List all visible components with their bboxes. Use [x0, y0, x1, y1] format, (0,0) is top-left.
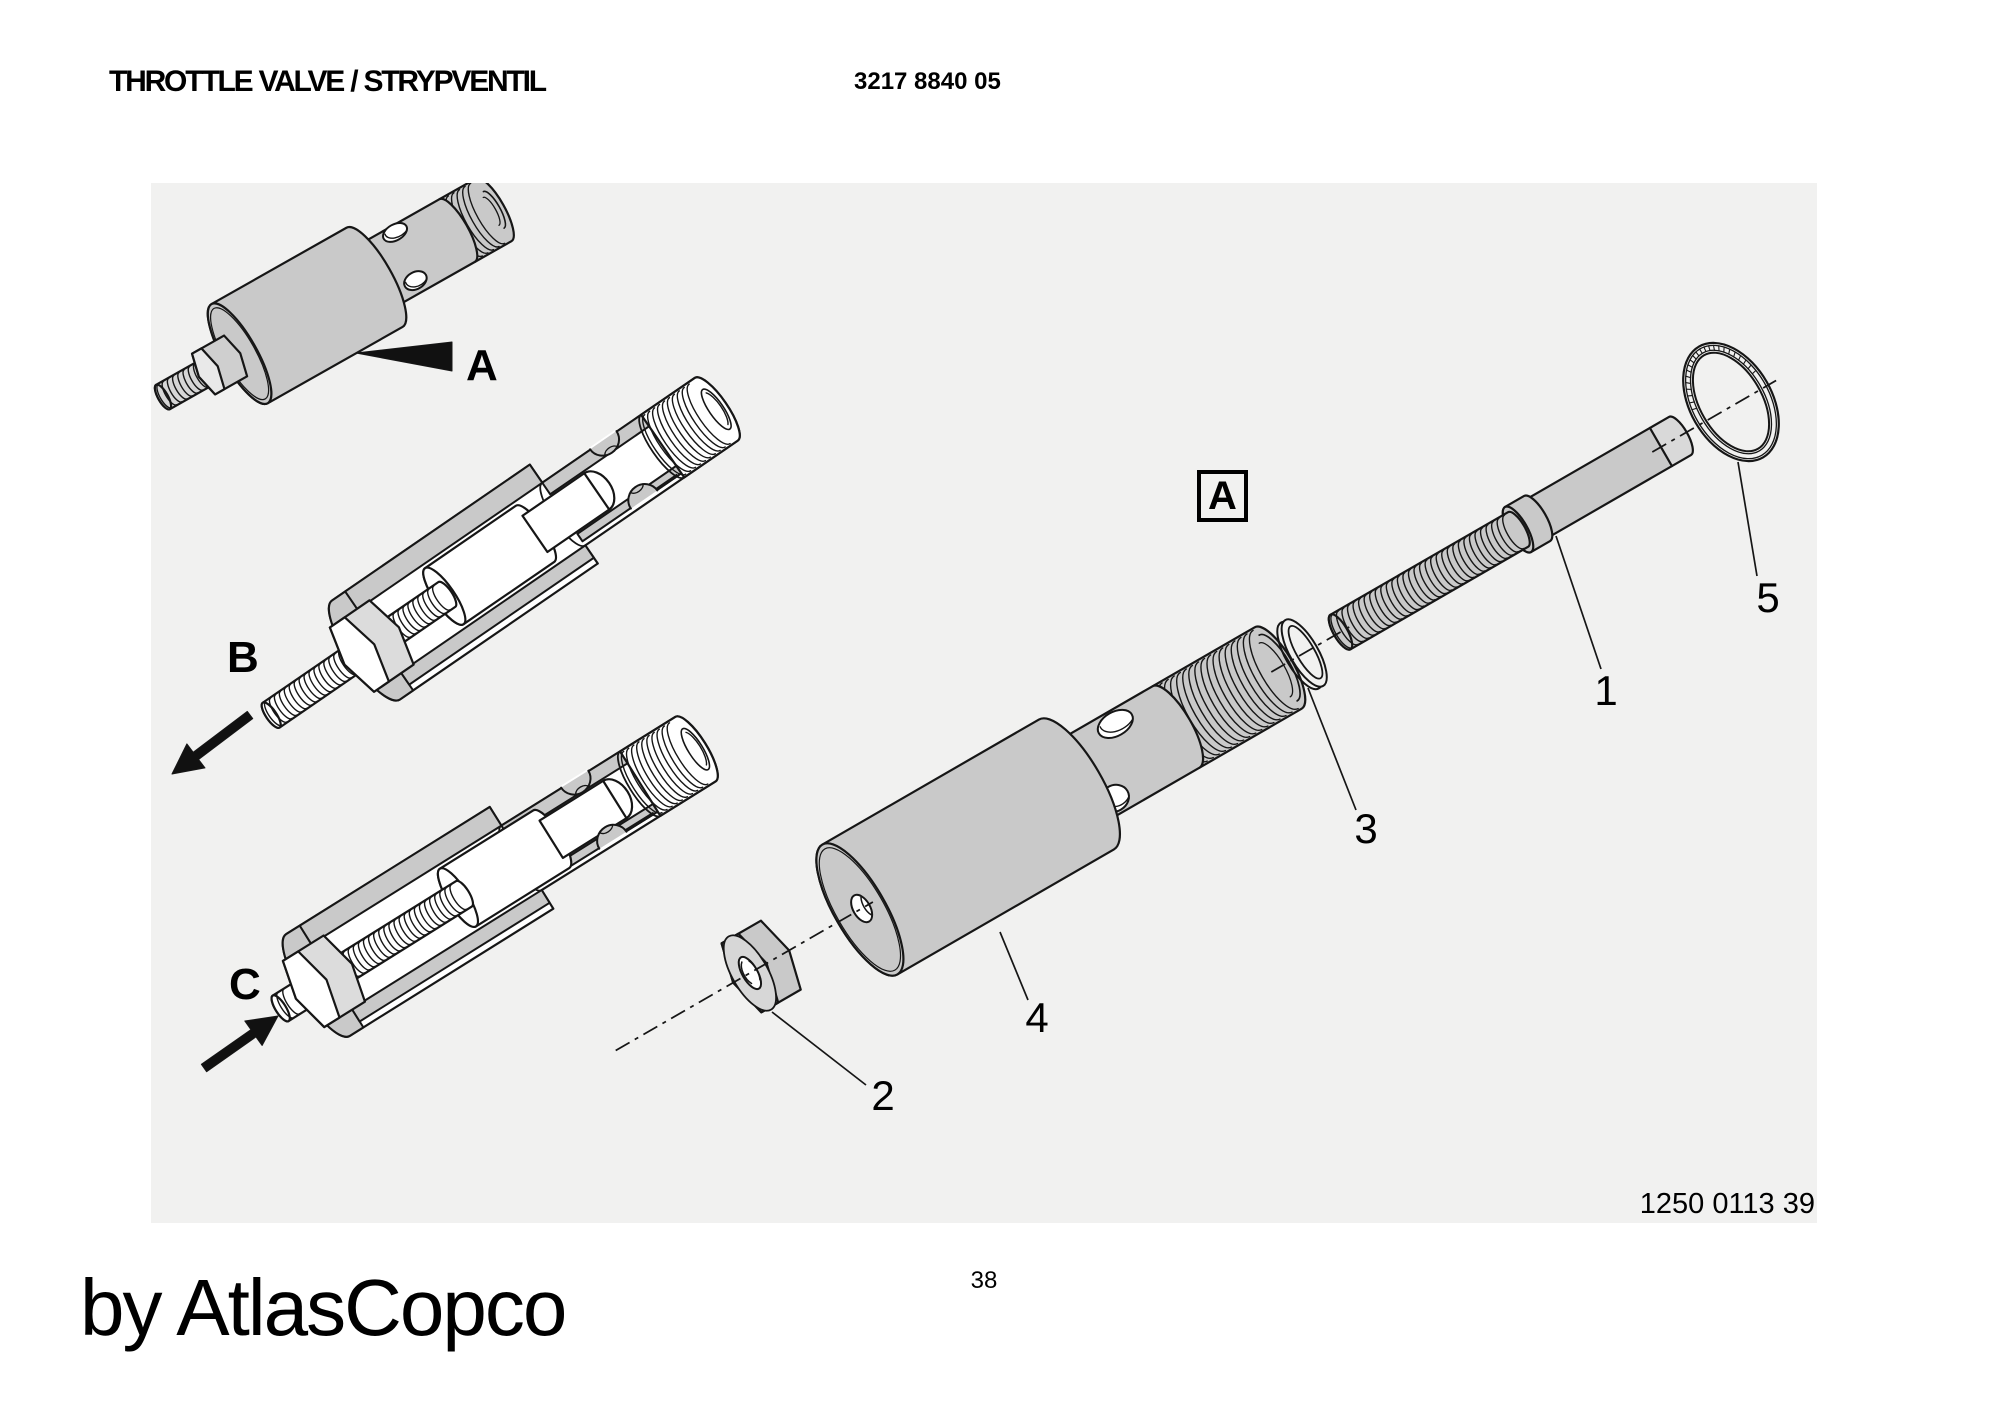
- part-ellipse: [1287, 624, 1324, 680]
- part-5-ring: [1682, 341, 1780, 463]
- view-b-direction-arrow: [171, 710, 254, 775]
- part-ellipse: [1684, 344, 1778, 460]
- leader-line-part-1: [1555, 535, 1602, 670]
- part-outline: [355, 341, 453, 372]
- part-leader-lines: [771, 461, 1758, 1086]
- centerline-dashdot: [1651, 379, 1777, 453]
- part-5-label: 5: [1756, 574, 1779, 621]
- byline: by AtlasCopco: [80, 1263, 567, 1352]
- figure-labels: A B C 1 2 3 4 5: [227, 341, 1780, 1119]
- part-outline: [583, 470, 616, 511]
- part-outline: [685, 731, 708, 766]
- part-outline: [1258, 633, 1301, 702]
- part-ellipse: [700, 388, 732, 431]
- view-c-label: C: [229, 960, 261, 1009]
- part-outline: [596, 823, 628, 850]
- part-ellipse: [382, 221, 409, 243]
- part-outline: [1099, 719, 1133, 733]
- part-outline: [604, 445, 619, 456]
- part-ellipse: [1691, 351, 1771, 453]
- part-ellipse: [270, 994, 291, 1023]
- drawing-number: 1250 0113 39: [1639, 1188, 1815, 1220]
- part-outline: [630, 483, 644, 494]
- part-outline: [627, 483, 659, 510]
- part-3-label: 3: [1354, 805, 1377, 852]
- part-outline: [740, 961, 753, 985]
- page-title: THROTTLE VALVE / STRYPVENTIL: [109, 65, 547, 98]
- part-outline: [602, 778, 634, 820]
- detail-a-box: [1197, 470, 1248, 522]
- part-outline: [404, 278, 428, 288]
- part-outline: [599, 823, 614, 835]
- part-outline: [1685, 344, 1757, 411]
- part-outline: [328, 616, 391, 693]
- part-outline: [276, 988, 301, 1019]
- part-outline: [384, 229, 408, 239]
- leader-line-part-5: [1737, 461, 1758, 577]
- part-1-spindle: [1327, 415, 1694, 651]
- view-c-direction-arrow: [200, 1015, 279, 1073]
- part-ellipse: [1689, 349, 1773, 455]
- part-outline: [171, 710, 254, 775]
- part-outline: [482, 196, 501, 226]
- part-ellipse: [680, 727, 711, 771]
- part-outline: [1330, 514, 1525, 649]
- part-outline: [705, 392, 729, 426]
- part-ellipse: [260, 701, 282, 729]
- leader-line-part-4: [999, 931, 1029, 1001]
- part-outline: [620, 722, 709, 814]
- view-c-cutaway-closed: [270, 715, 719, 1038]
- part-outline: [860, 896, 872, 916]
- view-a-pointer-arrow: [355, 341, 453, 372]
- part-outline: [642, 383, 731, 476]
- part-ellipse: [1096, 708, 1134, 740]
- part-1-label: 1: [1594, 667, 1617, 714]
- part-4-label: 4: [1025, 994, 1048, 1041]
- part-ellipse: [153, 383, 173, 411]
- part-outline: [482, 190, 507, 229]
- part-outline: [560, 769, 592, 796]
- part-outline: [638, 413, 686, 479]
- view-a-label: A: [466, 341, 498, 390]
- view-b-cutaway-open: [260, 376, 741, 729]
- part-outline: [281, 950, 341, 1029]
- view-b-label: B: [227, 633, 259, 682]
- detail-a-label: A: [1208, 474, 1237, 518]
- part-outline: [190, 347, 226, 396]
- part-2-label: 2: [871, 1072, 894, 1119]
- exploded-centerline: [615, 379, 1777, 1052]
- part-outline: [200, 1015, 279, 1073]
- part-number: 3217 8840 05: [854, 68, 1001, 95]
- part-outline: [1648, 415, 1694, 468]
- part-outline: [1327, 510, 1531, 651]
- part-4-valve-body: [815, 625, 1307, 977]
- centerline-dashdot: [1270, 624, 1353, 673]
- view-a-assembled-valve: [153, 183, 515, 411]
- leader-line-part-3: [1307, 687, 1357, 811]
- centerline-dashdot: [615, 901, 874, 1052]
- part-outline: [617, 750, 662, 818]
- exploded-diagram: A A B C 1 2 3 4 5: [153, 183, 1780, 1119]
- leader-line-part-2: [771, 1011, 867, 1086]
- part-outline: [574, 784, 590, 795]
- part-outline: [589, 430, 621, 457]
- page-number: 38: [970, 1267, 998, 1294]
- detail-a-marker: A: [1197, 470, 1248, 522]
